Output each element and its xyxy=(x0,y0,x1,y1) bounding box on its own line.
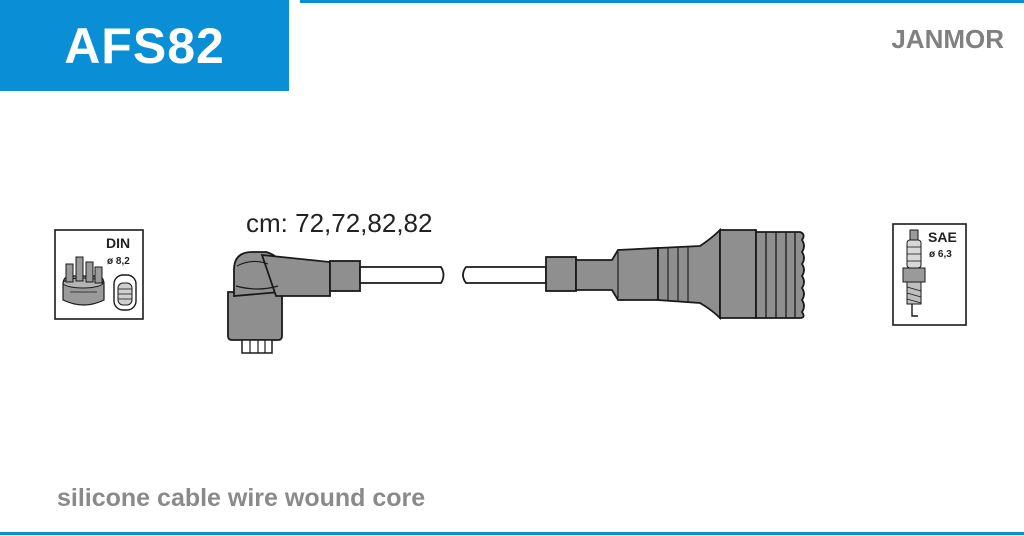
cable-lengths: cm: 72,72,82,82 xyxy=(246,208,433,238)
din-label: DIN xyxy=(106,235,130,251)
cable xyxy=(359,266,547,284)
sae-diameter-label: ø 6,3 xyxy=(929,249,952,260)
spark-plug-icon: SAE ø 6,3 xyxy=(892,223,967,326)
straight-boot xyxy=(545,227,805,321)
bottom-rule xyxy=(0,532,1024,535)
din-diameter-label: ø 8,2 xyxy=(107,256,130,267)
distributor-cap-icon: DIN ø 8,2 xyxy=(54,229,144,320)
sae-label: SAE xyxy=(928,229,957,245)
angled-boot xyxy=(227,251,361,354)
cable-description: silicone cable wire wound core xyxy=(57,484,426,512)
brand-name: JANMOR xyxy=(891,24,1004,54)
part-number: AFS82 xyxy=(64,17,225,74)
title-banner xyxy=(0,0,289,91)
top-rule xyxy=(300,0,1024,3)
